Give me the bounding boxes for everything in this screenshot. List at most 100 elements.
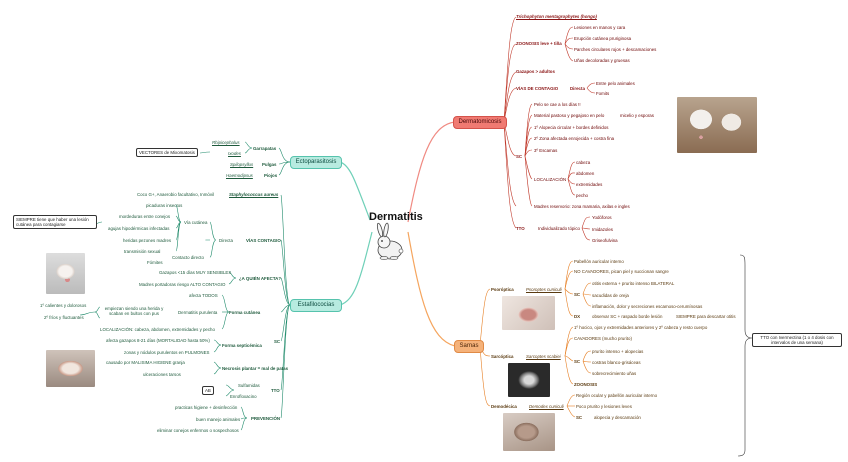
- directa-item: transmisión sexual: [124, 249, 161, 254]
- estaf-calientes: 1º calientes y dolorosos: [40, 303, 87, 308]
- psoro-item: NO CAVADORES, pican piel y succionan san…: [574, 269, 669, 274]
- dermato-gazapos: Gazapos > adultos: [516, 69, 555, 74]
- siempre-box: SIEMPRE tiene que haber una lesión cután…: [13, 215, 97, 230]
- dermato-species: Trichophyton mentagrophytes (hongo): [516, 14, 597, 19]
- zoonosis-item: Uñas decoloradas y gruesas: [574, 58, 630, 63]
- loc-item: pecho: [576, 193, 588, 198]
- a-quien-item: Madres portadoras riesgo ALTO CONTAGIO: [139, 282, 226, 287]
- cutanea-empiezan: empiezan siendo una herida y scaban en b…: [104, 306, 164, 316]
- sarco-sc: SC: [574, 359, 581, 364]
- mite-photo: [508, 363, 550, 397]
- garrapatas-label: Garrapatas: [253, 146, 277, 151]
- estaf-tto: TTO: [271, 388, 280, 393]
- directa-item: agujas hipodérmicas infectadas: [108, 226, 170, 231]
- central-title: Dermatitis: [369, 211, 423, 223]
- necrosis-item: ulceraciones tarsos: [143, 372, 181, 377]
- dermato-tto-sub: Individualizado tópico: [538, 226, 580, 231]
- septicemica-item: zonas y nódulos purulentos en PULMONES: [124, 350, 210, 355]
- zoonosis-item: Lesiones en manos y cara: [574, 25, 626, 30]
- sarco-sc-item: sobrecrecimiento uñas: [592, 371, 637, 376]
- dermato-madres: Madres reservorio: zona mamaria, axilas …: [534, 204, 630, 209]
- estaf-fomites: Fómites: [147, 260, 163, 265]
- prevencion-item: buen manejo animales: [196, 417, 241, 422]
- vias-item: Entre pelo animales: [596, 81, 635, 86]
- dermato-sc-item: Material pastoso y pegajoso en pelo: [534, 113, 605, 118]
- demodecica-label: Demodécica: [491, 404, 517, 409]
- staph-species: Staphylococcus aureus: [229, 192, 279, 197]
- estaf-sc: SC: [274, 339, 281, 344]
- demo-item: Región ocular y pabellón auricular inter…: [576, 393, 658, 398]
- paw-photo: [46, 350, 95, 387]
- loc-item: abdomen: [576, 171, 595, 176]
- staph-coco: Coco G+, Anaerobio facultativo, Inmóvil: [137, 192, 214, 197]
- prevencion-item: practicas higiene + desinfección: [175, 405, 238, 410]
- ectoparasitosis-node[interactable]: Ectoparasitosis: [290, 156, 342, 169]
- psoroptica-label: Psoróptica: [491, 287, 514, 292]
- directa-item: mordeduras entre conejos: [119, 214, 171, 219]
- estaf-vias: VÍAS CONTAGIO: [246, 238, 281, 243]
- piojo-item: Haemodipsus: [226, 173, 253, 178]
- prevencion-item: eliminar conejos enfermos o sospechosos: [157, 428, 239, 433]
- sarnas-node[interactable]: Sarnas: [454, 340, 484, 353]
- directa-item: picaduras insectos: [146, 203, 183, 208]
- dermato-sc: SC: [516, 154, 523, 159]
- zoonosis-item: Erupción cutánea pruriginosa: [574, 36, 632, 41]
- rabbit-icon: [376, 222, 404, 260]
- a-quien-item: Gazapos <15 días MUY SENSIBLES: [159, 270, 232, 275]
- sarco-item: 1º hocico, ojos y extremidades anteriore…: [574, 325, 708, 330]
- psoro-sc-item: sacudidas de oreja: [592, 293, 629, 298]
- tto-item: Imidazoles: [592, 227, 613, 232]
- sarco-zoonosis: ZOONOSIS: [574, 382, 598, 387]
- psoro-siempre: SIEMPRE para descartar otitis: [676, 314, 736, 319]
- garrapata-item: Rhipicephalus: [212, 140, 240, 145]
- estaf-frios: 2º fríos y fluctuantes: [44, 315, 84, 320]
- ab-box: AB: [202, 386, 214, 396]
- cutanea-dermatitis: Dermatitis purulenta: [178, 310, 218, 315]
- cutanea-loc: LOCALIZACIÓN: cabeza, abdomen, extremida…: [100, 327, 215, 332]
- rabbit-photo: [677, 97, 757, 153]
- dermato-sc-item: 3º Escamas: [534, 148, 558, 153]
- psoro-sc: SC: [574, 292, 581, 297]
- tto-item: Enrofloxacino: [230, 394, 257, 399]
- psoroptes-species: Psoroptes cuniculi: [526, 287, 562, 292]
- dermato-sc-item: Pelo se cae a los días !!: [534, 102, 581, 107]
- estaf-a-quien: ¿A QUIÉN AFECTA?: [239, 276, 282, 281]
- ear-photo: [502, 296, 555, 330]
- demodex-photo: [503, 413, 555, 451]
- zoonosis-item: Parches circulares rojos + descamaciones: [574, 47, 657, 52]
- tto-item: Sulfamidas: [238, 383, 260, 388]
- sarco-sc-item: costras blanco-grisáceas: [592, 360, 641, 365]
- vias-item: Fomits: [596, 91, 610, 96]
- septicemica-item: afecta gazapos 8-21 días (MORTALIDAD has…: [106, 338, 210, 343]
- necrosis-label: Necrosis plantar = mal de patas: [222, 366, 289, 371]
- forma-cutanea: Forma cutánea: [229, 310, 261, 315]
- necrosis-item: causado por MALISIMA HIGIENE granja: [106, 360, 185, 365]
- demo-sc-item: alopecia y descamación: [594, 415, 641, 420]
- dermatomicosis-node[interactable]: Dermatomicosis: [453, 116, 507, 129]
- abscess-photo: [46, 253, 85, 294]
- sarco-sc-item: prurito intenso + alopecias: [592, 349, 644, 354]
- psoro-dx-item: observar SC + raspado borde lesión: [592, 314, 663, 319]
- dermato-vias-directa: Directa: [570, 86, 585, 91]
- sarco-item: CAVADORES (mucho prurito): [574, 336, 632, 341]
- estaf-directa: Directa: [219, 238, 233, 243]
- demo-sc: SC: [576, 415, 583, 420]
- sarcoptes-species: Sarcoptes scabiei: [526, 354, 561, 359]
- dermato-localizacion: LOCALIZACIÓN: [534, 177, 567, 182]
- piojos-label: Piojos: [264, 173, 278, 178]
- cutanea-afecta: afecta TODOS: [189, 293, 218, 298]
- demo-item: Poco prurito y lesiones leves: [576, 404, 632, 409]
- dermato-vias: VÍAS DE CONTAGIO: [516, 86, 559, 91]
- estafilococias-node[interactable]: Estafilococias: [290, 299, 342, 312]
- dermato-sc-item: 2º Zona afectada enrojecida + costra fin…: [534, 136, 615, 141]
- garrapata-item: Ixodes: [228, 151, 241, 156]
- loc-item: cabeza: [576, 160, 591, 165]
- dermato-tto: TTO: [516, 226, 525, 231]
- dermato-zoonosis: ZOONOSIS leve + tiña: [516, 41, 562, 46]
- psoro-sc-item: inflamación, dolor y secreciones escamos…: [592, 304, 703, 309]
- pulgas-label: Pulgas: [262, 162, 277, 167]
- estaf-prevencion: PREVENCIÓN: [251, 416, 281, 421]
- estaf-via-cutanea: Vía cutánea: [184, 220, 208, 225]
